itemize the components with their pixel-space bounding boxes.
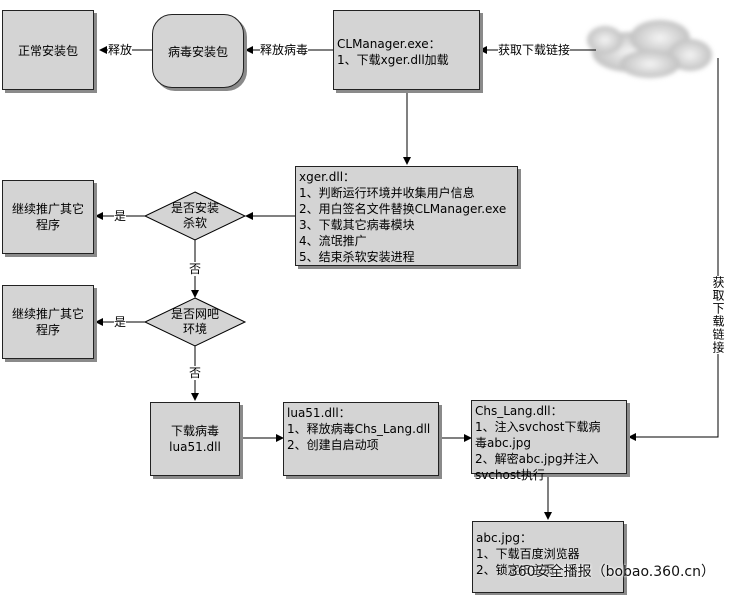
promote-other-2-line-2: 程序 [35, 323, 60, 337]
edge-label-release: 释放 [108, 43, 133, 57]
clmanager-node: CLManager.exe： 1、下载xger.dll加载 [333, 10, 480, 90]
decision-cafe-line-2: 环境 [182, 322, 207, 336]
download-lua-line-2: lua51.dll [169, 440, 221, 454]
xger-line-5: 5、结束杀软安装进程 [299, 250, 415, 264]
watermark-text: 360安全播报（bobao.360.cn） [508, 564, 715, 580]
abc-line-2: 2、锁定IE主页 [476, 563, 555, 577]
decision-av-line-1: 是否安装 [170, 201, 219, 215]
chs-lang-line-3: 2、解密abc.jpg并注入 [475, 452, 599, 466]
decision-cafe-text: 是否网吧 环境 [150, 307, 240, 337]
lua51-line-2: 2、创建自启动项 [287, 438, 379, 452]
edge-label-get-link: 获取下载链接 [498, 43, 571, 57]
xger-line-1: 1、判断运行环境并收集用户信息 [299, 186, 475, 200]
download-lua-line-1: 下载病毒 [170, 424, 219, 438]
decision-av-text: 是否安装 杀软 [150, 201, 240, 231]
clmanager-title: CLManager.exe： [337, 37, 441, 51]
edge-label-no-1: 否 [189, 262, 202, 276]
virus-package-node: 病毒安装包 [152, 14, 244, 88]
edge-label-yes-2: 是 [114, 315, 127, 329]
abc-jpg-node: abc.jpg： 1、下载百度浏览器 2、锁定IE主页 [472, 521, 624, 593]
lua51-title: lua51.dll： [287, 406, 351, 420]
edge-cloud-to-chs [628, 58, 719, 441]
promote-other-2-line-1: 继续推广其它 [11, 307, 84, 321]
chs-lang-node: Chs_Lang.dll： 1、注入svchost下载病 毒abc.jpg 2、… [471, 400, 627, 482]
cloud-icon [587, 20, 712, 78]
chs-lang-title: Chs_Lang.dll： [475, 404, 563, 418]
xger-title: xger.dll： [299, 170, 356, 184]
edge-label-release-virus: 释放病毒 [260, 43, 309, 57]
lua51-node: lua51.dll： 1、释放病毒Chs_Lang.dll 2、创建自启动项 [283, 402, 439, 476]
normal-package-label: 正常安装包 [17, 43, 78, 58]
virus-package-label: 病毒安装包 [167, 44, 228, 59]
clmanager-line-1: 1、下载xger.dll加载 [337, 53, 449, 67]
abc-title: abc.jpg： [476, 531, 532, 545]
xger-node: xger.dll： 1、判断运行环境并收集用户信息 2、用白签名文件替换CLMa… [295, 166, 518, 266]
chs-lang-line-1: 1、注入svchost下载病 [475, 420, 601, 434]
edge-label-get-link-vertical: 获取下载链接 [711, 276, 725, 354]
decision-av-line-2: 杀软 [182, 216, 207, 230]
normal-package-node: 正常安装包 [2, 10, 94, 90]
lua51-line-1: 1、释放病毒Chs_Lang.dll [287, 422, 431, 436]
xger-line-3: 3、下载其它病毒模块 [299, 218, 415, 232]
chs-lang-line-4: svchost执行 [475, 468, 545, 482]
abc-line-1: 1、下载百度浏览器 [476, 547, 580, 561]
decision-cafe-line-1: 是否网吧 [170, 307, 219, 321]
edge-label-yes-1: 是 [114, 209, 127, 223]
xger-line-4: 4、流氓推广 [299, 234, 367, 248]
xger-line-2: 2、用白签名文件替换CLManager.exe [299, 202, 507, 216]
promote-other-node-2: 继续推广其它 程序 [2, 285, 94, 359]
promote-other-node-1: 继续推广其它 程序 [2, 180, 94, 254]
promote-other-1-line-1: 继续推广其它 [11, 202, 84, 216]
download-lua-node: 下载病毒 lua51.dll [150, 402, 240, 476]
promote-other-1-line-2: 程序 [35, 218, 60, 232]
chs-lang-line-2: 毒abc.jpg [475, 436, 531, 450]
edge-label-no-2: 否 [189, 366, 202, 380]
